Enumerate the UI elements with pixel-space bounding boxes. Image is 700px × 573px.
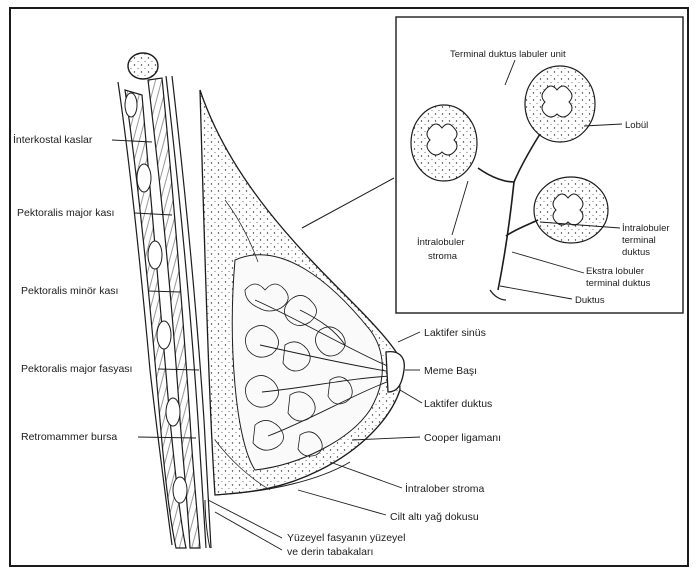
label-intralobuler-stroma-1: İntralobuler — [417, 237, 465, 248]
label-pektoralis-major: Pektoralis major kası — [17, 207, 114, 219]
label-retromammer: Retromammer bursa — [21, 431, 117, 443]
label-cilt-alti: Cilt altı yağ dokusu — [390, 511, 479, 523]
label-laktifer-duktus: Laktifer duktus — [424, 398, 492, 410]
label-meme-basi: Meme Başı — [424, 365, 477, 377]
label-intralobuler-td-3: duktus — [622, 247, 650, 258]
chest-wall — [118, 76, 211, 548]
label-ekstra-2: terminal duktus — [586, 278, 651, 289]
lobule-lower-right — [534, 177, 608, 243]
label-pektoralis-fasya: Pektoralis major fasyası — [21, 363, 132, 375]
label-intralobuler-td-1: İntralobuler — [622, 223, 670, 234]
label-intralober-stroma: İntralober stroma — [405, 482, 485, 495]
lobule-top-right — [525, 66, 595, 142]
clavicle-section — [128, 53, 158, 79]
label-pektoralis-minor: Pektoralis minör kası — [21, 285, 118, 297]
label-lobul: Lobül — [625, 120, 648, 131]
breast-body — [200, 90, 404, 495]
label-yuzeyel-1: Yüzeyel fasyanın yüzeyel — [287, 532, 405, 544]
label-yuzeyel-2: ve derin tabakaları — [287, 546, 373, 558]
nipple — [386, 352, 404, 392]
label-intralobuler-td-2: terminal — [622, 235, 656, 246]
label-terminal-duktus: Terminal duktus labuler unit — [450, 49, 566, 60]
label-laktifer-sinus: Laktifer sinüs — [424, 327, 486, 339]
label-duktus: Duktus — [575, 295, 605, 306]
lobule-left — [411, 105, 477, 181]
label-interkostal: İnterkostal kaslar — [13, 133, 93, 146]
label-intralobuler-stroma-2: stroma — [428, 251, 458, 262]
label-cooper: Cooper ligamanı — [424, 432, 501, 444]
label-ekstra-1: Ekstra lobuler — [586, 266, 644, 277]
